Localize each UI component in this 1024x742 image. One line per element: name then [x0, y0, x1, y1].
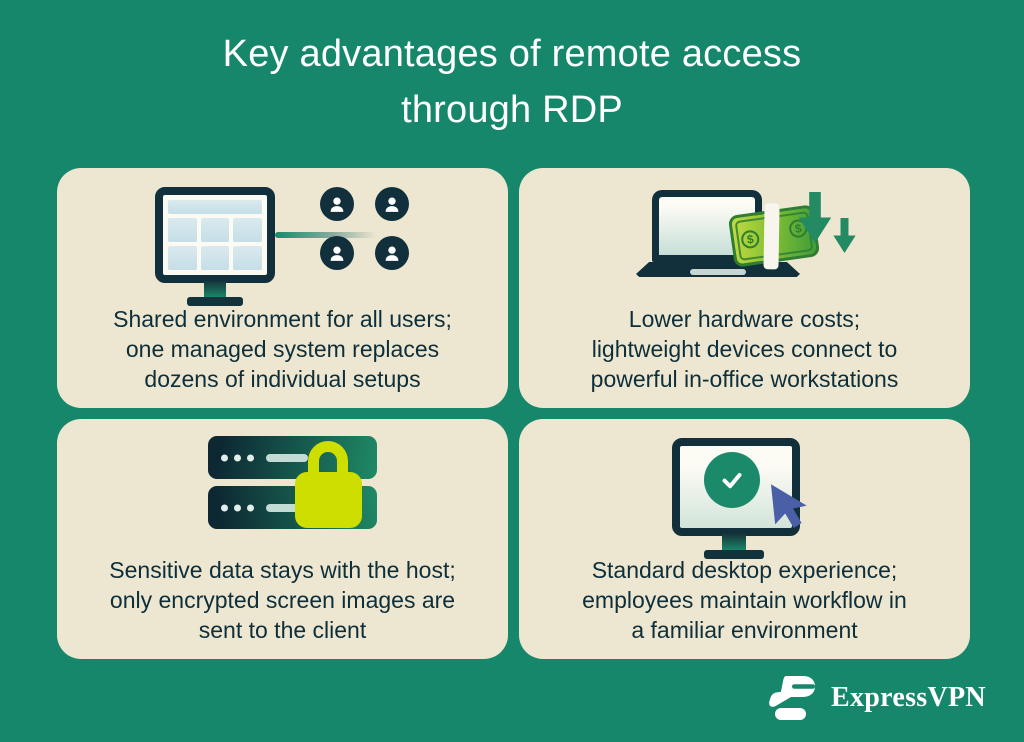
checkmark-circle-icon	[704, 452, 760, 508]
card-standard-desktop: Standard desktop experience; employees m…	[519, 419, 970, 659]
user-icon	[375, 187, 409, 221]
monitor-screen	[168, 200, 262, 270]
user-icon	[320, 236, 354, 270]
screen-panel	[200, 246, 230, 270]
card-data-stays-with-host: Sensitive data stays with the host; only…	[57, 419, 508, 659]
card-text-line: dozens of individual setups	[144, 366, 421, 392]
down-arrow-icon	[798, 192, 832, 243]
card-text-line: sent to the client	[198, 617, 367, 643]
server-slot	[266, 503, 308, 512]
server-icon	[208, 436, 377, 479]
card-text: Shared environment for all users; one ma…	[67, 304, 498, 394]
card-text-line: a familiar environment	[631, 617, 858, 643]
page-title: Key advantages of remote access through …	[0, 26, 1024, 138]
connection-line	[275, 232, 377, 238]
server-slot	[266, 453, 308, 462]
screen-panel	[168, 218, 197, 242]
server-leds	[221, 454, 254, 461]
brand-lockup: ExpressVPN	[766, 674, 986, 722]
users-group-icon	[320, 187, 409, 270]
laptop-touchpad	[690, 269, 746, 275]
screen-panel	[233, 218, 262, 242]
monitor-base	[704, 550, 764, 559]
server-leds	[221, 504, 254, 511]
user-icon	[320, 187, 354, 221]
card-text-line: powerful in-office workstations	[590, 366, 899, 392]
screen-panel	[168, 200, 262, 214]
title-line-1: Key advantages of remote access	[222, 33, 802, 75]
monitor-icon	[155, 187, 275, 283]
monitor-stand	[722, 534, 746, 551]
padlock-icon	[295, 472, 362, 528]
card-text-line: only encrypted screen images are	[109, 587, 456, 613]
expressvpn-logo-icon	[769, 676, 815, 720]
card-text-line: Shared environment for all users;	[113, 306, 452, 332]
card-shared-environment: Shared environment for all users; one ma…	[57, 168, 508, 408]
screen-panel	[233, 246, 262, 270]
monitor-stand	[204, 281, 226, 298]
expressvpn-wordmark: ExpressVPN	[831, 682, 986, 713]
down-arrow-icon	[833, 218, 856, 253]
user-icon	[375, 236, 409, 270]
card-text-line: Sensitive data stays with the host;	[109, 557, 456, 583]
card-text: Lower hardware costs; lightweight device…	[529, 304, 960, 394]
card-text-line: lightweight devices connect to	[591, 336, 898, 362]
card-text-line: employees maintain workflow in	[582, 587, 907, 613]
padlock-shackle	[308, 441, 348, 483]
card-text: Standard desktop experience; employees m…	[529, 555, 960, 645]
monitor-base	[187, 297, 243, 306]
screen-panel	[168, 246, 197, 270]
card-text-line: one managed system replaces	[125, 336, 440, 362]
screen-panel	[200, 218, 230, 242]
mouse-cursor-icon	[765, 479, 816, 534]
card-lower-hardware-costs: $ $ Lower hardware costs; lightweight de…	[519, 168, 970, 408]
card-text-line: Standard desktop experience;	[591, 557, 898, 583]
money-band	[763, 203, 780, 270]
card-text: Sensitive data stays with the host; only…	[67, 555, 498, 645]
card-text-line: Lower hardware costs;	[628, 306, 861, 332]
title-line-2: through RDP	[401, 89, 623, 131]
